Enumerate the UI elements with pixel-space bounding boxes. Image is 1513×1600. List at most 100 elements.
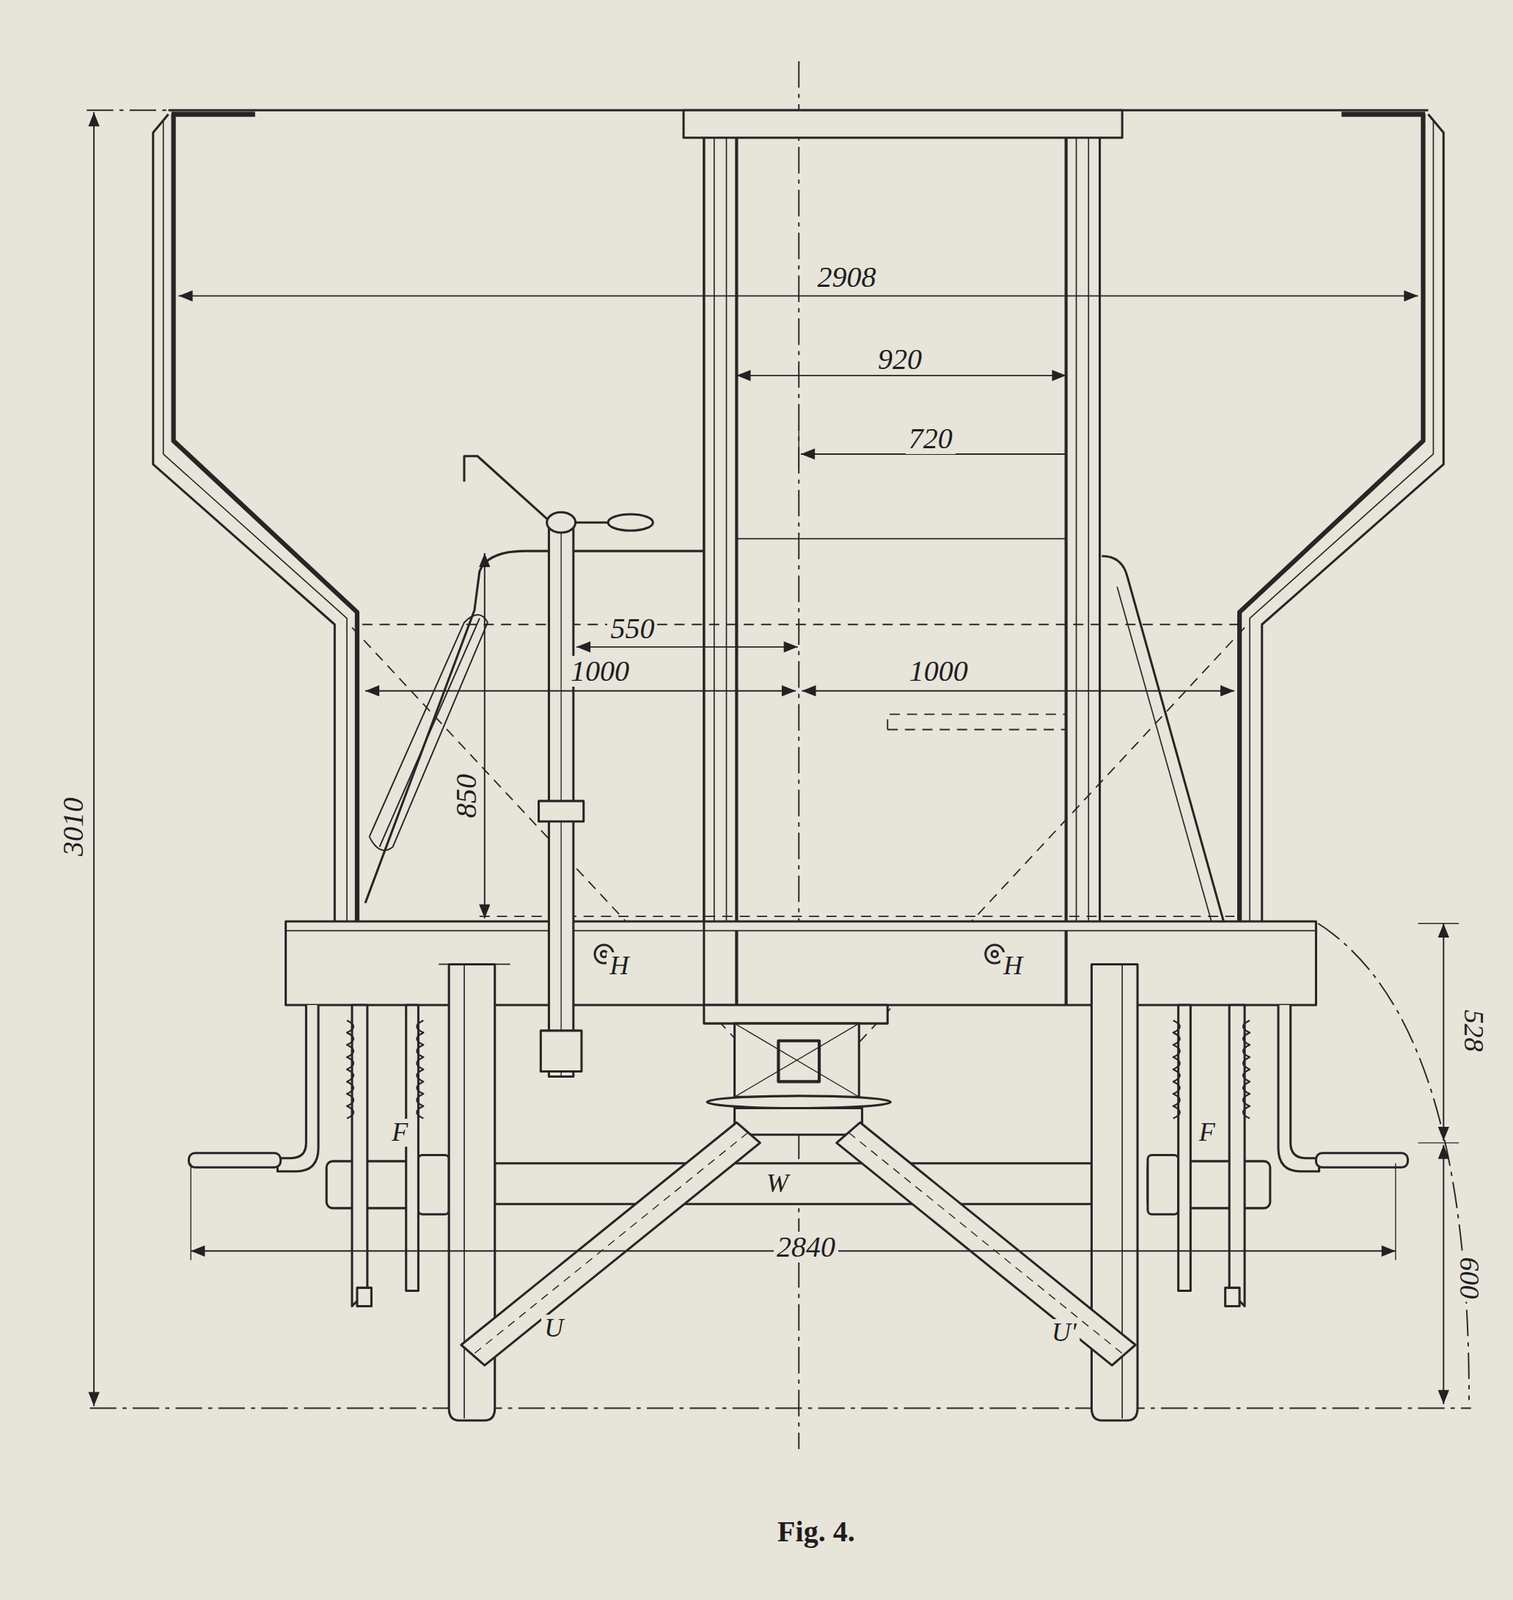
dashed-outline: [479, 915, 1235, 917]
pivot-bearing: [706, 1095, 891, 1109]
dimension-line: [1394, 1163, 1396, 1260]
dimension-value: 1000: [906, 655, 972, 687]
axle: [418, 1155, 449, 1215]
part-letter: W: [763, 1169, 792, 1198]
strut: [836, 1122, 1137, 1365]
dimension-value: 720: [905, 423, 956, 454]
dimension-line: [93, 112, 95, 1406]
part-letter: F: [388, 1118, 411, 1147]
handrail: [365, 550, 1225, 924]
dimension-value: 550: [607, 613, 658, 644]
wheel: [463, 963, 465, 1418]
dimension-value: 920: [874, 343, 925, 375]
dimension-line: [365, 690, 796, 692]
central-column: [702, 137, 705, 1005]
dimension-line: [93, 112, 1459, 1406]
spring-assembly: [346, 1004, 1250, 1306]
axle: [1147, 1155, 1179, 1215]
brake-spindle: [607, 514, 653, 531]
spring-assembly: [1243, 1020, 1250, 1119]
central-column: [713, 137, 716, 1005]
strut: [461, 1122, 761, 1365]
hopper-body: [1341, 111, 1425, 117]
crank-handle: [277, 1004, 319, 1172]
dimension-value: 850: [451, 770, 482, 821]
spring-assembly: [416, 1020, 424, 1119]
brake-spindle: [547, 511, 576, 533]
dimension-value: 600: [1454, 1253, 1484, 1302]
dimension-line: [1418, 1141, 1460, 1143]
central-column: [1087, 137, 1090, 1005]
pivot-bearing: [704, 1004, 892, 1135]
spring-assembly: [357, 1287, 372, 1306]
part-letter: F: [1196, 1118, 1219, 1147]
central-column: [734, 137, 738, 1005]
brake-spindle: [464, 456, 653, 1077]
underframe: [702, 137, 705, 1005]
part-letter: U': [1048, 1318, 1080, 1347]
pivot-bearing: [734, 1023, 860, 1097]
crank-handle: [188, 1004, 1408, 1172]
strut: [472, 1132, 749, 1355]
hopper-body: [171, 111, 256, 117]
central-column: [1064, 137, 1068, 1005]
underframe: [991, 950, 998, 957]
spring-assembly: [406, 1004, 419, 1291]
strut: [848, 1132, 1125, 1355]
hopper-body: [1249, 120, 1434, 924]
spring-assembly: [1229, 1004, 1245, 1306]
spring-assembly: [346, 1020, 354, 1119]
brake-spindle: [540, 1030, 582, 1072]
part-letter: H: [1000, 951, 1026, 980]
pivot-bearing: [704, 1004, 888, 1024]
dimension-line: [178, 294, 1419, 297]
brake-spindle: [464, 456, 613, 523]
dashed-outline: [887, 714, 1066, 730]
underframe: [734, 930, 738, 1006]
crank-handle: [1278, 1004, 1320, 1172]
underframe: [286, 921, 1317, 1005]
hopper-body: [1262, 114, 1445, 924]
central-column: [736, 538, 1066, 540]
central-column: [726, 137, 728, 1005]
strut: [461, 1122, 1136, 1365]
dimension-line: [801, 690, 1235, 692]
underframe: [286, 929, 1317, 932]
dimension-line: [736, 374, 1066, 377]
dimension-line: [1418, 922, 1460, 924]
part-letter: H: [606, 951, 632, 980]
dimension-value: 3010: [57, 794, 89, 859]
hopper-body: [153, 114, 336, 924]
hopper-body: [163, 120, 347, 924]
pivot-bearing: [734, 1023, 860, 1097]
center-lines: [90, 1407, 1472, 1409]
dimension-line: [190, 1163, 192, 1260]
hopper-body: [173, 114, 358, 924]
underframe: [1064, 930, 1068, 1006]
dimension-value: 528: [1458, 1006, 1489, 1055]
center-lines: [86, 109, 168, 111]
central-column: [683, 110, 1123, 1005]
dimension-line: [576, 646, 798, 648]
central-column: [1075, 137, 1078, 1005]
handrail: [369, 614, 488, 851]
pivot-bearing: [734, 1023, 860, 1097]
brake-spindle: [539, 800, 584, 822]
hopper-body: [153, 110, 1445, 924]
dimension-line: [1442, 1144, 1445, 1404]
wheel: [448, 963, 1138, 1420]
dimension-value: 2908: [814, 261, 880, 293]
wagon-cross-section: [86, 60, 1472, 1449]
dimension-line: [1442, 923, 1445, 1141]
spring-assembly: [352, 1004, 368, 1306]
dimension-line: [798, 428, 800, 470]
part-letter: U: [541, 1314, 567, 1343]
underframe: [286, 137, 1317, 1005]
dimension-value: 1000: [567, 655, 633, 687]
axle: [495, 1163, 1093, 1205]
handrail: [1101, 555, 1225, 924]
dimension-line: [484, 552, 486, 919]
handrail: [365, 550, 705, 903]
